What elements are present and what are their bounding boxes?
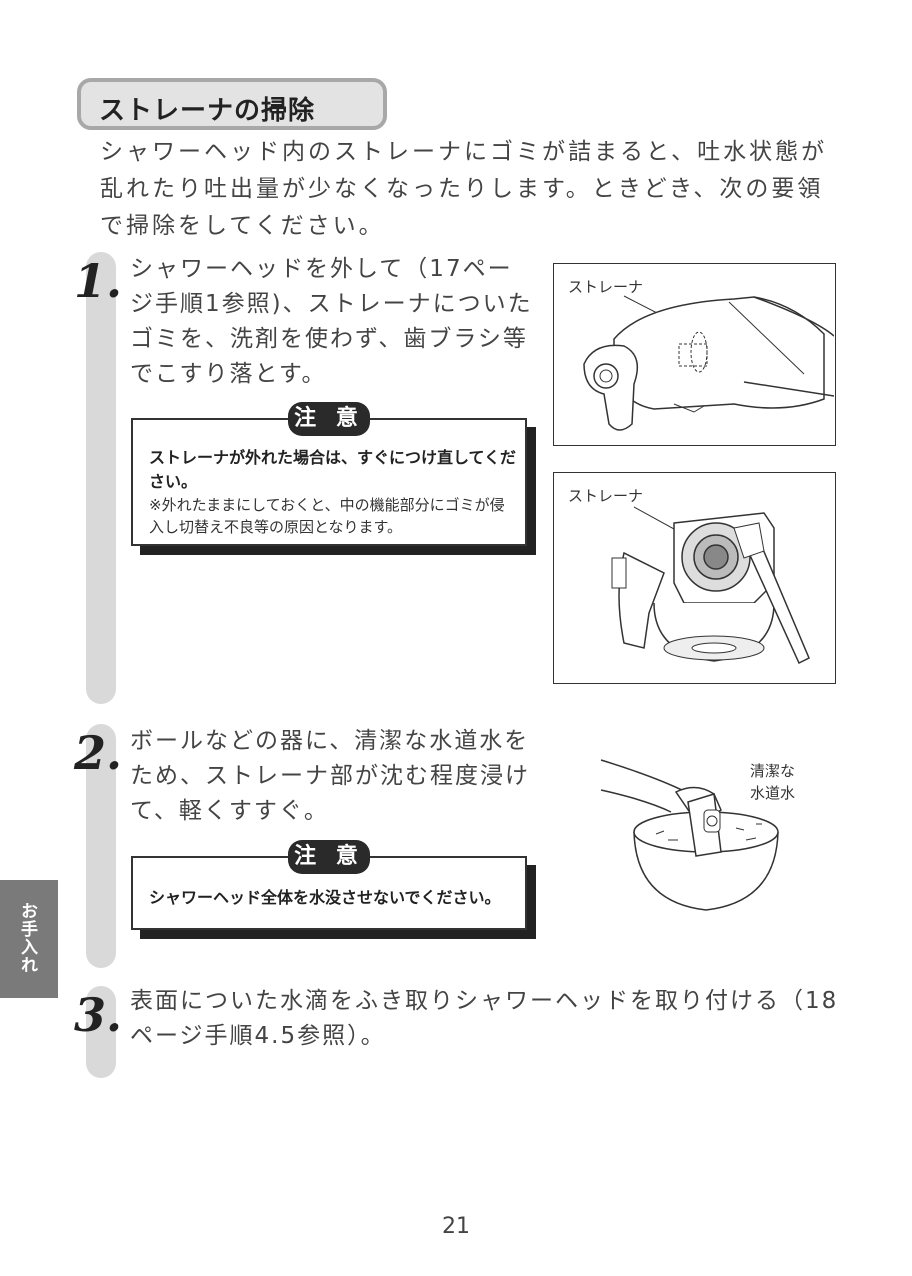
intro-paragraph: シャワーヘッド内のストレーナにゴミが詰まると、吐水状態が乱れたり吐出量が少なくな… bbox=[100, 139, 828, 239]
side-tab-label: お手入れ bbox=[17, 902, 37, 974]
showerhead-side-illustration bbox=[583, 295, 834, 431]
step-1-number: 1. bbox=[74, 254, 123, 308]
section-title-box: ストレーナの掃除 bbox=[77, 78, 387, 130]
step-3-number: 3. bbox=[74, 988, 123, 1042]
step-2-bar bbox=[86, 724, 116, 968]
figure-1-label: ストレーナ bbox=[568, 278, 644, 296]
brush-cleaning-illustration bbox=[611, 506, 810, 665]
step-1-bar bbox=[86, 252, 116, 704]
page-number: 21 bbox=[442, 1214, 470, 1239]
step-1-caution-note: ※外れたままにしておくと、中の機能部分にゴミが侵入し切替え不良等の原因となります… bbox=[149, 496, 505, 536]
step-2-caution-main: シャワーヘッド全体を水没させないでください。 bbox=[149, 888, 501, 907]
bowl-rinse-illustration bbox=[600, 759, 779, 911]
figure-3-label-line2: 水道水 bbox=[750, 784, 796, 802]
step-1-text: シャワーヘッドを外して（17ページ手順1参照)、ストレーナについたゴミを、洗剤を… bbox=[130, 256, 533, 387]
section-title: ストレーナの掃除 bbox=[99, 96, 316, 126]
step-2-text: ボールなどの器に、清潔な水道水をため、ストレーナ部が沈む程度浸けて、軽くすすぐ。 bbox=[130, 728, 530, 824]
figure-brush-cleaning: ストレーナ bbox=[553, 472, 836, 684]
step-2-caution-box: 注 意 シャワーヘッド全体を水没させないでください。 bbox=[131, 840, 527, 930]
step-3-bar bbox=[86, 986, 116, 1078]
step-1-caution-box: 注 意 ストレーナが外れた場合は、すぐにつけ直してください。 ※外れたままにして… bbox=[131, 402, 527, 546]
step-3-text: 表面についた水滴をふき取りシャワーヘッドを取り付ける（18ページ手順4.5参照）… bbox=[130, 988, 839, 1049]
side-tab-care[interactable]: お手入れ bbox=[0, 880, 58, 998]
figure-showerhead-strainer: ストレーナ bbox=[553, 263, 836, 446]
step-2-caution-tag: 注 意 bbox=[288, 840, 370, 874]
step-1-caution-tag: 注 意 bbox=[288, 402, 370, 436]
figure-2-label: ストレーナ bbox=[568, 487, 644, 505]
figure-3-label-line1: 清潔な bbox=[750, 762, 796, 780]
step-1-caution-main: ストレーナが外れた場合は、すぐにつけ直してください。 bbox=[149, 448, 517, 491]
step-2-number: 2. bbox=[74, 726, 123, 780]
